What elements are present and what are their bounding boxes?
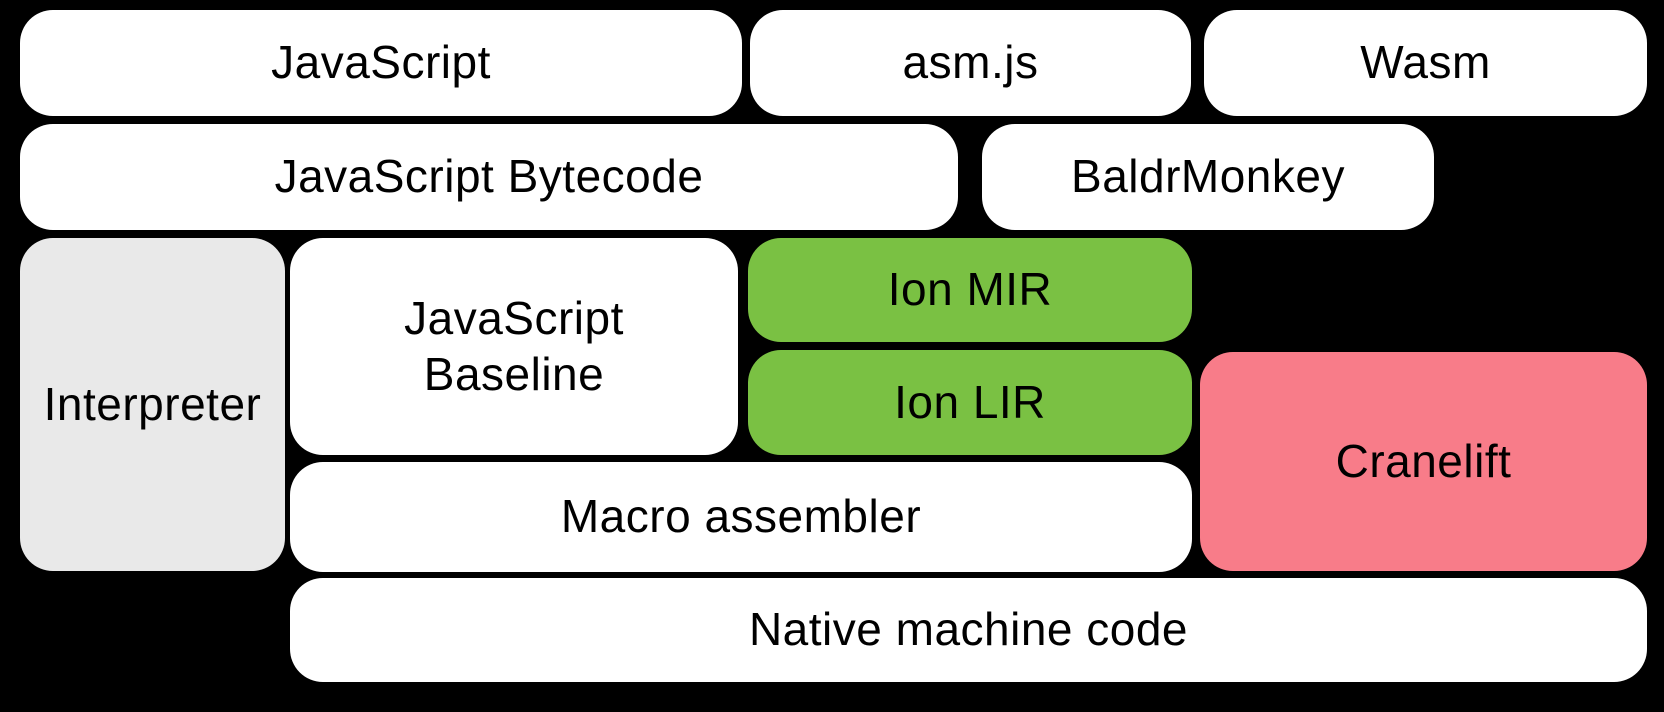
box-ion-lir: Ion LIR	[748, 350, 1192, 455]
box-javascript-label: JavaScript	[271, 36, 491, 89]
box-javascript-bytecode-label: JavaScript Bytecode	[274, 150, 704, 203]
box-ion-mir: Ion MIR	[748, 238, 1192, 342]
box-ion-mir-label: Ion MIR	[887, 263, 1053, 316]
box-macro-assembler-label: Macro assembler	[560, 490, 922, 543]
box-asmjs-label: asm.js	[902, 36, 1039, 89]
box-baldrmonkey: BaldrMonkey	[982, 124, 1434, 230]
box-native-machine-code: Native machine code	[290, 578, 1647, 682]
box-wasm-label: Wasm	[1360, 36, 1491, 89]
box-javascript-bytecode: JavaScript Bytecode	[20, 124, 958, 230]
box-interpreter-label: Interpreter	[43, 377, 262, 430]
box-wasm: Wasm	[1204, 10, 1647, 116]
box-cranelift: Cranelift	[1200, 352, 1647, 571]
box-asmjs: asm.js	[750, 10, 1191, 116]
box-native-machine-code-label: Native machine code	[748, 603, 1189, 656]
box-cranelift-label: Cranelift	[1335, 434, 1512, 487]
box-javascript-baseline-label: JavaScript Baseline	[404, 292, 624, 400]
box-javascript: JavaScript	[20, 10, 742, 116]
box-macro-assembler: Macro assembler	[290, 462, 1192, 572]
box-baldrmonkey-label: BaldrMonkey	[1071, 150, 1345, 203]
box-ion-lir-label: Ion LIR	[894, 375, 1046, 428]
box-interpreter: Interpreter	[20, 238, 285, 571]
box-javascript-baseline: JavaScript Baseline	[290, 238, 738, 455]
